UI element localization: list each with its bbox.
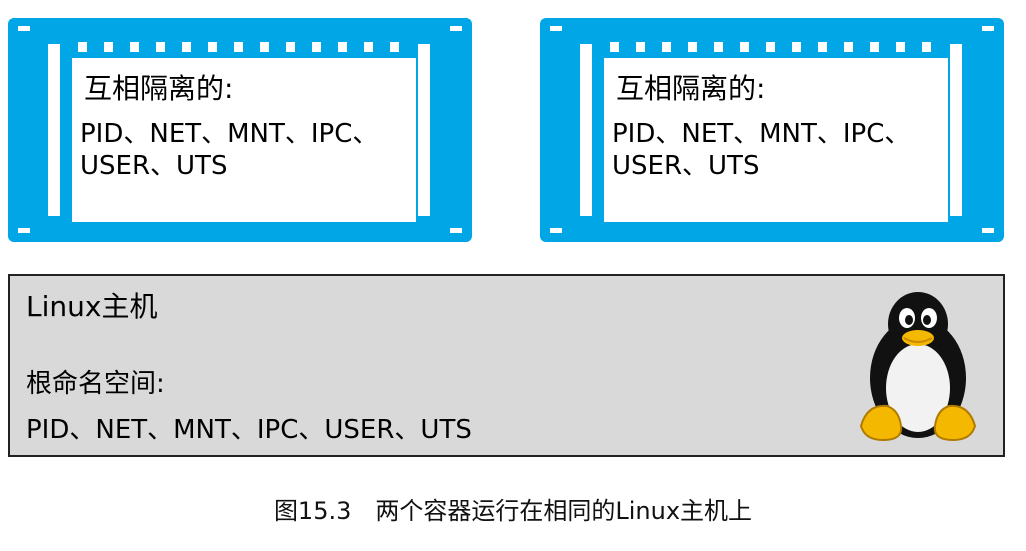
isolation-title: 互相隔离的: (616, 72, 766, 105)
linux-host-box: Linux主机 根命名空间: PID、NET、MNT、IPC、USER、UTS (8, 274, 1005, 457)
isolated-namespaces: PID、NET、MNT、IPC、USER、UTS (612, 119, 911, 181)
figure-caption: 图15.3 两个容器运行在相同的Linux主机上 (273, 497, 753, 525)
container-label-panel: 互相隔离的: PID、NET、MNT、IPC、USER、UTS (604, 58, 948, 222)
root-namespace-list: PID、NET、MNT、IPC、USER、UTS (26, 415, 472, 445)
container-2: 互相隔离的: PID、NET、MNT、IPC、USER、UTS (540, 18, 1004, 242)
host-title: Linux主机 (26, 290, 158, 323)
root-namespace-title: 根命名空间: (26, 369, 165, 399)
container-label-panel: 互相隔离的: PID、NET、MNT、IPC、USER、UTS (72, 58, 416, 222)
tux-penguin-icon (859, 292, 977, 442)
container-1: 互相隔离的: PID、NET、MNT、IPC、USER、UTS (8, 18, 472, 242)
isolated-namespaces: PID、NET、MNT、IPC、USER、UTS (80, 119, 379, 181)
isolation-title: 互相隔离的: (84, 72, 234, 105)
